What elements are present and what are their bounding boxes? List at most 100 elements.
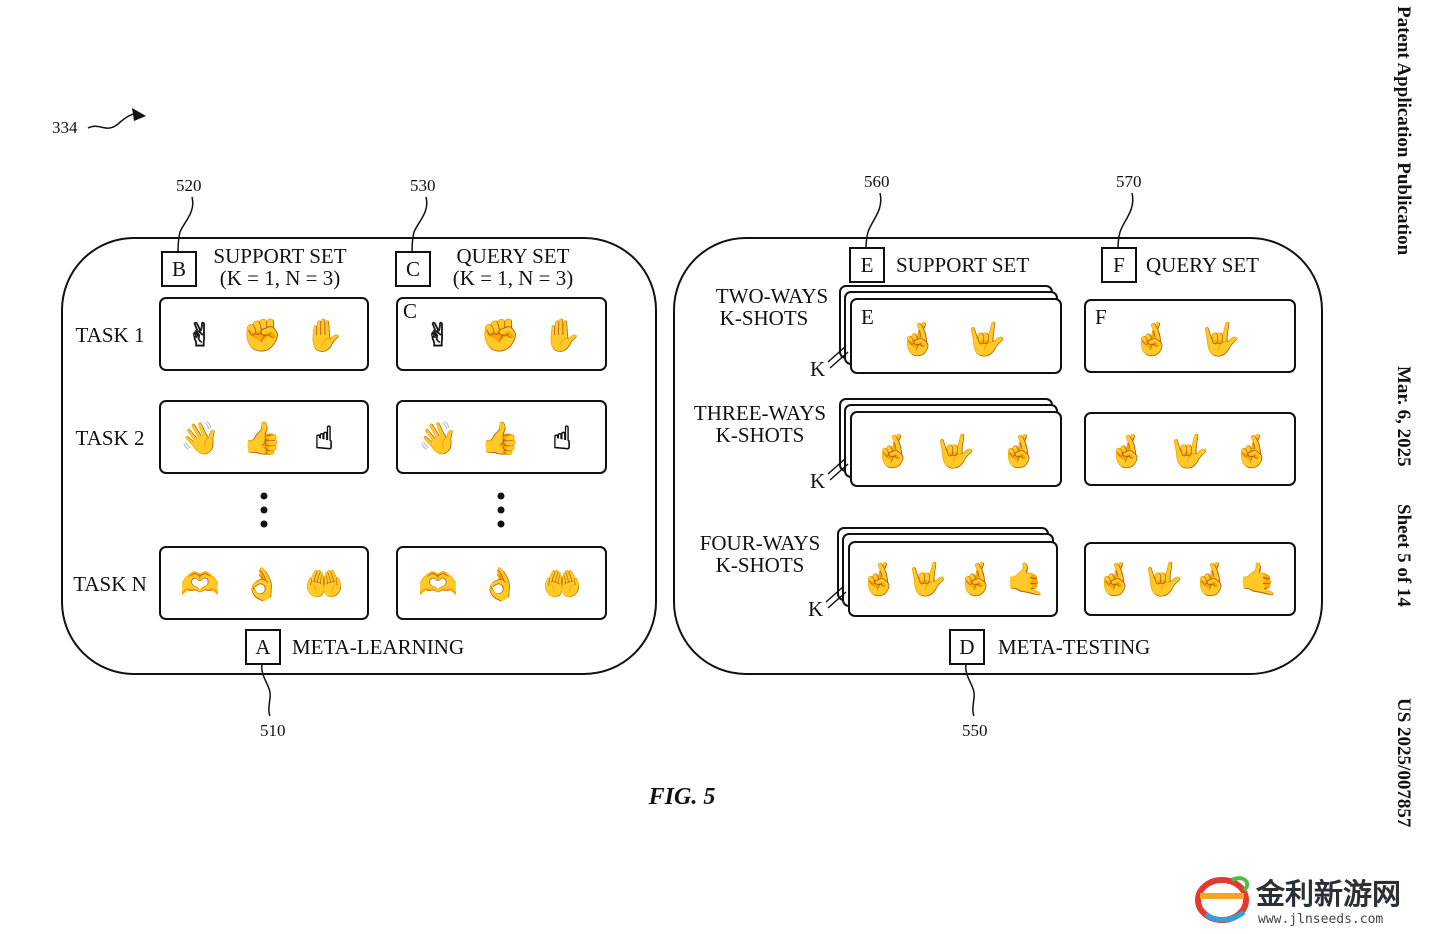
header-publication: Patent Application Publication <box>1393 6 1414 256</box>
gesture-heart-hands-icon: 🫶 <box>180 565 220 603</box>
meta-testing-letter: D <box>959 635 974 659</box>
stack-card-front <box>848 541 1058 617</box>
support-set-letter: E <box>861 253 874 277</box>
ref-570: 570 <box>1116 172 1142 191</box>
three-ways-row: THREE-WAYS K-SHOTS K 🤞 🤟 🤞 🤞 🤟 🤞 <box>694 398 1296 493</box>
gesture-crossed-fingers-icon: 🤞 <box>1232 432 1272 470</box>
ref-334-leader <box>87 113 139 129</box>
gesture-crossed-fingers-icon: 🤞 <box>1107 432 1147 470</box>
gesture-crossed-fingers-icon: 🤞 <box>999 432 1039 470</box>
support-set-letter-box <box>849 247 885 283</box>
k-label: K <box>810 357 825 381</box>
ways-label: TWO-WAYS <box>716 284 828 308</box>
ways-label: THREE-WAYS <box>694 401 826 425</box>
watermark-url: www.jlnseeds.com <box>1258 912 1383 927</box>
task-row-2: TASK 2 👋 👍 ☝ 👋 👍 ☝ <box>76 400 607 474</box>
ref-570-leader <box>1117 192 1134 249</box>
header-sheet: Sheet 5 of 14 <box>1393 504 1414 607</box>
shots-label: K-SHOTS <box>716 553 805 577</box>
ref-334-arrowhead <box>132 108 146 121</box>
task-ellipsis <box>260 492 505 528</box>
gesture-crossed-fingers-icon: 🤞 <box>956 560 996 598</box>
query-inner-letter: C <box>403 299 417 323</box>
gesture-fist-icon: ✊ <box>242 316 282 354</box>
header-date: Mar. 6, 2025 <box>1393 366 1414 467</box>
gesture-love-you-icon: 🤟 <box>966 320 1006 359</box>
ref-510-leader <box>261 663 271 717</box>
k-leader <box>825 585 847 609</box>
meta-testing-title: META-TESTING <box>998 635 1150 659</box>
task-label: TASK 1 <box>76 323 145 347</box>
gesture-victory-icon: ✌ <box>425 316 452 354</box>
ref-520-leader <box>177 196 194 253</box>
four-ways-row: FOUR-WAYS K-SHOTS K 🤞 🤟 🤞 🤙 🤞 🤟 🤞 🤙 <box>700 527 1296 621</box>
support-set-letter-box <box>161 251 197 287</box>
shots-label: K-SHOTS <box>720 306 809 330</box>
meta-testing-letter-box <box>949 629 985 665</box>
gesture-point-up-icon: ☝ <box>314 419 333 457</box>
gesture-crossed-fingers-icon: 🤞 <box>898 320 938 358</box>
gesture-open-hand-icon: ✋ <box>304 316 344 354</box>
meta-learning-letter-box <box>245 629 281 665</box>
query-set-letter-box <box>395 251 431 287</box>
task-query-box <box>396 297 607 371</box>
shots-label: K-SHOTS <box>716 423 805 447</box>
k-leader <box>827 345 849 369</box>
ref-550: 550 <box>962 721 988 740</box>
ref-334: 334 <box>52 118 78 137</box>
task-query-box <box>396 400 607 474</box>
gesture-love-you-icon: 🤟 <box>935 432 975 471</box>
support-set-title: SUPPORT SET <box>896 253 1029 277</box>
query-set-params: (K = 1, N = 3) <box>453 266 574 290</box>
ref-520: 520 <box>176 176 202 195</box>
ref-550-leader <box>965 663 975 717</box>
ref-510: 510 <box>260 721 286 740</box>
gesture-love-you-icon: 🤟 <box>1169 432 1209 471</box>
patent-header: Patent Application Publication Mar. 6, 2… <box>1393 6 1414 828</box>
gesture-palms-up-icon: 🤲 <box>542 565 582 603</box>
watermark: 金利新游网 www.jlnseeds.com <box>1195 876 1401 927</box>
query-box <box>1084 542 1296 616</box>
query-set-title: QUERY SET <box>1146 253 1259 277</box>
query-inner-letter: F <box>1095 305 1107 329</box>
gesture-crossed-fingers-icon: 🤞 <box>1191 560 1231 598</box>
gesture-wave-icon: 👋 <box>180 419 220 457</box>
figure-caption: FIG. 5 <box>648 784 716 810</box>
gesture-thumbs-up-icon: 👍 <box>242 419 282 457</box>
gesture-ok-icon: 👌 <box>480 565 520 603</box>
gesture-call-me-icon: 🤙 <box>1006 560 1046 598</box>
task-query-box <box>396 546 607 620</box>
gesture-open-hand-icon: ✋ <box>542 316 582 354</box>
gesture-love-you-icon: 🤟 <box>1143 560 1183 599</box>
stack-card-front <box>850 298 1062 374</box>
k-label: K <box>810 469 825 493</box>
query-box <box>1084 299 1296 373</box>
task-label: TASK N <box>73 572 147 596</box>
ways-label: FOUR-WAYS <box>700 531 821 555</box>
gesture-wave-icon: 👋 <box>418 419 458 457</box>
query-set-letter: C <box>406 257 420 281</box>
gesture-point-up-icon: ☝ <box>552 419 571 457</box>
meta-learning-letter: A <box>255 635 271 659</box>
stack-card-front <box>850 411 1062 487</box>
two-ways-row: TWO-WAYS K-SHOTS K E 🤞 🤟 F 🤞 🤟 <box>716 284 1296 381</box>
gesture-call-me-icon: 🤙 <box>1239 560 1279 598</box>
gesture-ok-icon: 👌 <box>242 565 282 603</box>
gesture-love-you-icon: 🤟 <box>907 560 947 599</box>
gesture-crossed-fingers-icon: 🤞 <box>859 560 899 598</box>
ref-530-leader <box>411 196 428 253</box>
k-label: K <box>808 597 823 621</box>
task-support-box <box>159 546 369 620</box>
gesture-crossed-fingers-icon: 🤞 <box>1132 320 1172 358</box>
gesture-victory-icon: ✌ <box>187 316 214 354</box>
task-support-box <box>159 297 369 371</box>
gesture-thumbs-up-icon: 👍 <box>480 419 520 457</box>
watermark-logo-icon <box>1195 876 1250 923</box>
task-support-box <box>159 400 369 474</box>
header-number: US 2025/007857 <box>1393 698 1414 828</box>
watermark-name: 金利新游网 <box>1255 877 1401 911</box>
gesture-crossed-fingers-icon: 🤞 <box>1095 560 1135 598</box>
gesture-fist-icon: ✊ <box>480 316 520 354</box>
